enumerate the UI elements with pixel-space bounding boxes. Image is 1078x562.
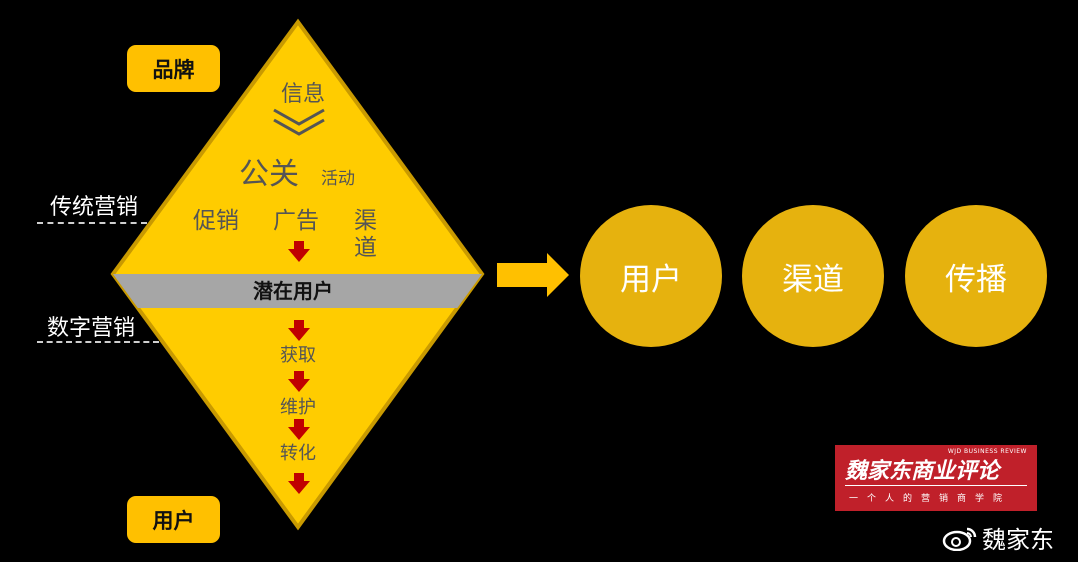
channel-circle: 渠道	[742, 205, 884, 347]
user-circle: 用户	[580, 205, 722, 347]
weibo-icon	[942, 527, 977, 551]
red-arrow-down-icon-3	[288, 371, 310, 392]
convert-label: 转化	[280, 443, 316, 464]
digital-marketing-divider	[37, 341, 159, 343]
ads-label: 广告	[273, 208, 319, 234]
channel-label-bottom: 道	[354, 235, 377, 261]
logo-subtitle: 一个人的营销商学院	[849, 494, 1012, 504]
spread-circle: 传播	[905, 205, 1047, 347]
promotion-label: 促销	[193, 208, 239, 234]
red-arrow-down-icon-5	[288, 473, 310, 494]
wjd-business-review-logo: WJD BUSINESS REVIEW 魏家东商业评论 一个人的营销商学院	[835, 445, 1037, 511]
channel-label-top: 渠	[354, 208, 377, 234]
brand-tag: 品牌	[127, 45, 220, 92]
potential-users-band	[113, 274, 482, 308]
chevron-down-icon-2	[273, 118, 325, 136]
user-tag: 用户	[127, 496, 220, 543]
logo-divider	[845, 485, 1027, 486]
traditional-marketing-label: 传统营销	[50, 195, 139, 220]
red-arrow-down-icon-2	[288, 320, 310, 341]
potential-users-label: 潜在用户	[253, 279, 333, 303]
digital-marketing-label: 数字营销	[47, 316, 136, 341]
info-label: 信息	[281, 82, 326, 107]
activity-label: 活动	[321, 169, 355, 189]
watermark-text: 魏家东	[982, 526, 1054, 554]
logo-main-text: 魏家东商业评论	[845, 458, 1000, 484]
traditional-marketing-divider	[37, 222, 147, 224]
acquire-label: 获取	[280, 345, 316, 366]
maintain-label: 维护	[280, 397, 316, 418]
logo-english: WJD BUSINESS REVIEW	[947, 448, 1027, 455]
pr-label: 公关	[239, 157, 299, 192]
weibo-watermark: 魏家东	[942, 520, 1054, 555]
right-arrow-icon	[497, 253, 569, 297]
red-arrow-down-icon-1	[288, 241, 310, 262]
chevron-down-icon	[273, 108, 325, 126]
red-arrow-down-icon-4	[288, 419, 310, 440]
